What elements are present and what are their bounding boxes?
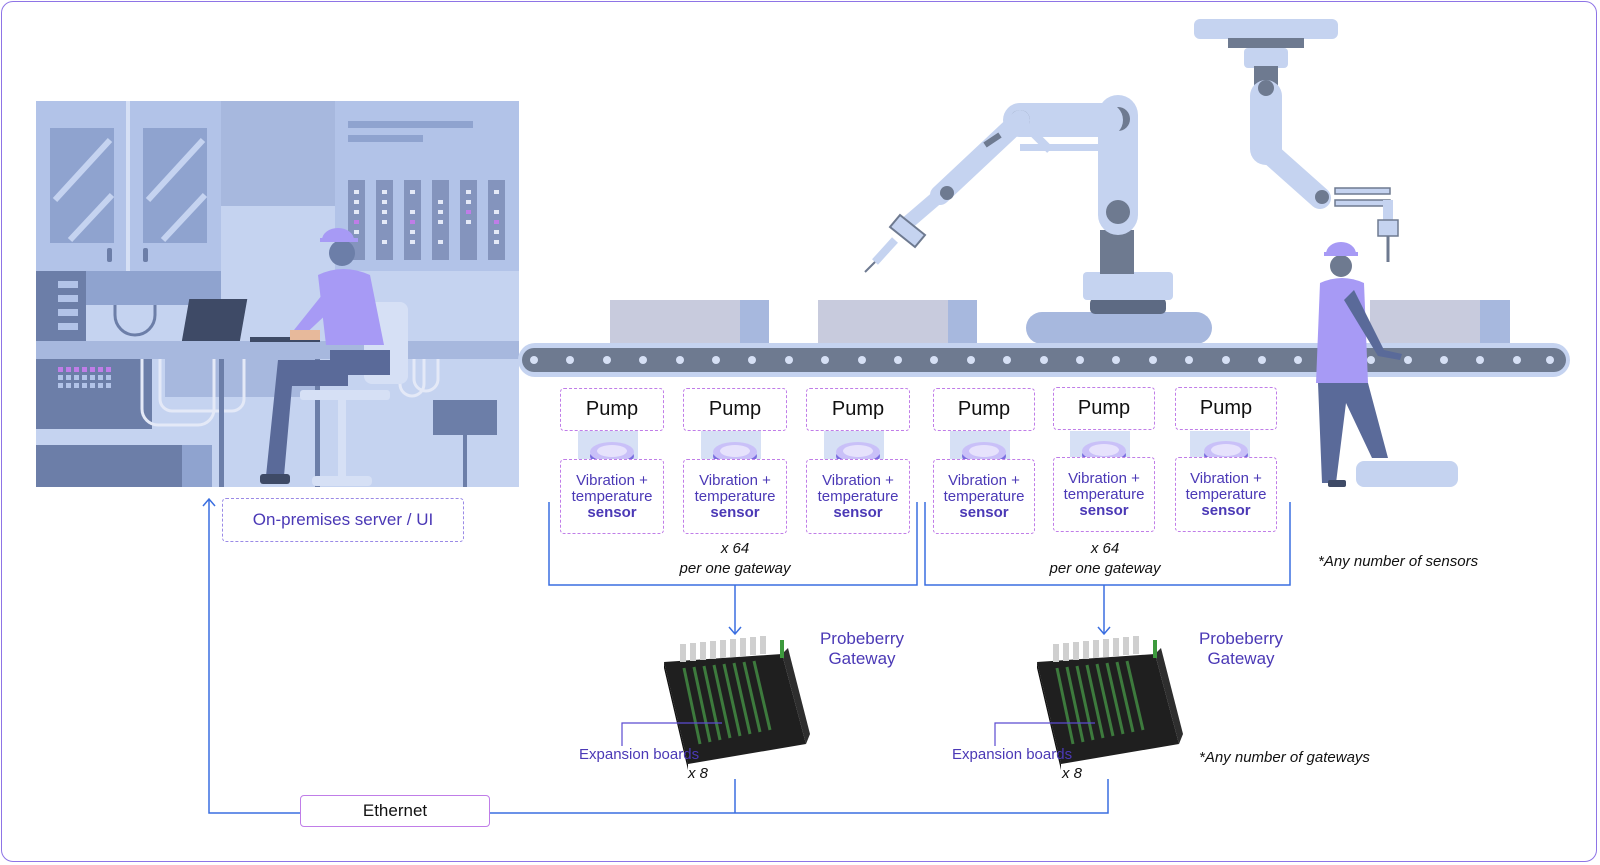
pump-box: Pump (806, 388, 910, 431)
sensor-line2: temperature (1185, 485, 1267, 503)
sensor-line2: temperature (943, 487, 1025, 505)
arrowheads (202, 497, 1111, 636)
gateway-title: Probeberry Gateway (1181, 629, 1301, 669)
sensor-line1: Vibration + (1068, 469, 1140, 487)
gateway-title-line1: Probeberry (1198, 629, 1284, 648)
gateway-title-line2: Gateway (1207, 649, 1275, 668)
group-count-label: x 64 per one gateway (1005, 539, 1205, 579)
conveyor-belt (518, 300, 1570, 377)
sensor-line1: Vibration + (576, 471, 648, 489)
sensor-line2: temperature (817, 487, 899, 505)
sensor-line3: sensor (710, 503, 760, 521)
expansion-boards-label: Expansion boards (952, 746, 1073, 763)
sensor-box: Vibration + temperature sensor (1053, 457, 1155, 532)
sensor-line3: sensor (1079, 501, 1129, 519)
gateway-title-line1: Probeberry (819, 629, 905, 648)
expansion-pointers (621, 722, 1095, 746)
sensor-box: Vibration + temperature sensor (1175, 457, 1277, 532)
sensor-line3: sensor (587, 503, 637, 521)
sensor-box: Vibration + temperature sensor (560, 459, 664, 534)
sensor-line3: sensor (959, 503, 1009, 521)
sensor-box: Vibration + temperature sensor (933, 459, 1035, 534)
sensor-line2: temperature (571, 487, 653, 505)
sensor-line2: temperature (1063, 485, 1145, 503)
sensor-line3: sensor (1201, 501, 1251, 519)
sensor-line1: Vibration + (948, 471, 1020, 489)
sensor-line1: Vibration + (822, 471, 894, 489)
robot-arm-right (1194, 19, 1399, 262)
expansion-multiplier: x 8 (1062, 765, 1083, 782)
pump-box: Pump (1175, 387, 1277, 430)
sensor-line3: sensor (833, 503, 883, 521)
group-count: x 64 (720, 540, 750, 557)
pump-box: Pump (683, 388, 787, 431)
robot-arm-left (864, 95, 1173, 314)
connection-lines (208, 500, 1291, 814)
expansion-boards-label: Expansion boards (579, 746, 700, 763)
ethernet-label: Ethernet (300, 795, 490, 827)
pump-box: Pump (933, 388, 1035, 431)
server-ui-label: On-premises server / UI (222, 498, 464, 542)
sensor-line1: Vibration + (1190, 469, 1262, 487)
gateway-title: Probeberry Gateway (802, 629, 922, 669)
standing-worker (1316, 242, 1458, 487)
pump-box: Pump (560, 388, 664, 431)
group-per-gateway: per one gateway (1049, 560, 1161, 577)
sensor-line1: Vibration + (699, 471, 771, 489)
gateway-title-line2: Gateway (828, 649, 896, 668)
group-count-label: x 64 per one gateway (635, 539, 835, 579)
sensor-box: Vibration + temperature sensor (806, 459, 910, 534)
group-per-gateway: per one gateway (679, 560, 791, 577)
pump-box: Pump (1053, 387, 1155, 430)
note-sensors: *Any number of sensors (1318, 553, 1479, 570)
sensor-box: Vibration + temperature sensor (683, 459, 787, 534)
expansion-multiplier: x 8 (688, 765, 709, 782)
note-gateways: *Any number of gateways (1199, 749, 1370, 766)
sensor-line2: temperature (694, 487, 776, 505)
operator-worker (181, 228, 408, 486)
gateway-device-2 (1037, 636, 1183, 770)
gateway-device-1 (664, 636, 810, 770)
group-count: x 64 (1090, 540, 1120, 557)
